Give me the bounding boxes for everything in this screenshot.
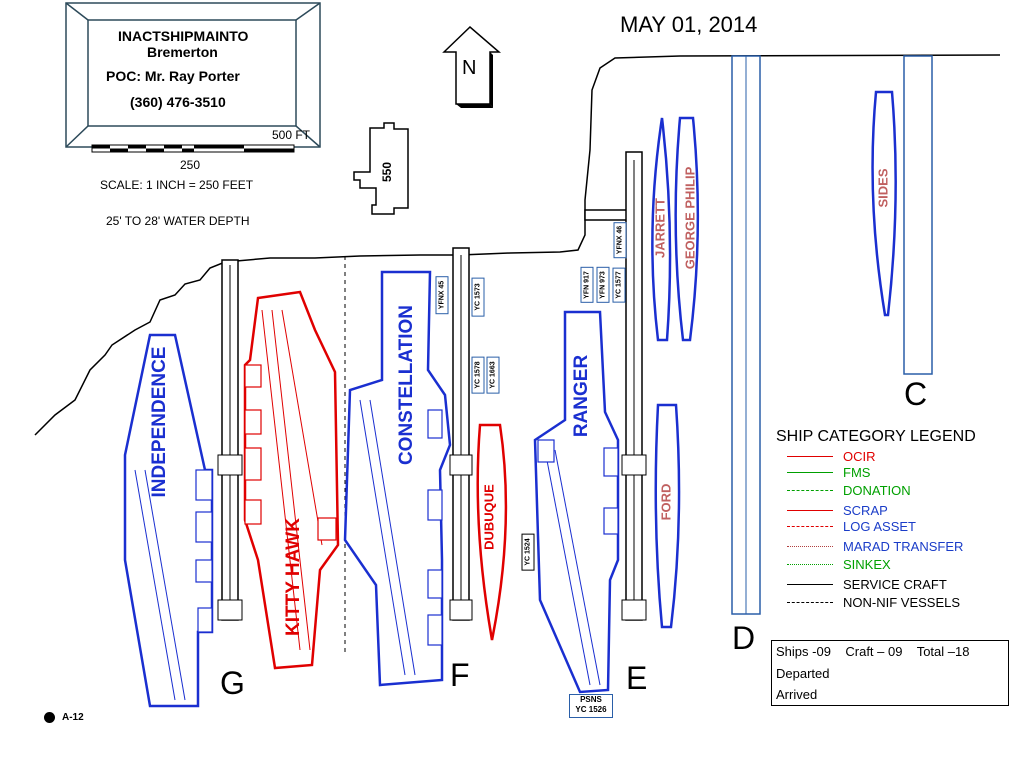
pier-c [903,55,933,375]
poc-name: POC: Mr. Ray Porter [106,68,240,84]
legend-swatch [787,526,833,527]
pier-f [449,247,473,621]
arrived-label: Arrived [771,683,1009,706]
legend-swatch [787,490,833,491]
pier-label-f: F [450,657,470,693]
pier-label-e: E [626,660,648,696]
ship-label-constellation: CONSTELLATION [396,304,417,466]
craft-yfn-917: YFN 917 [580,267,594,303]
legend-swatch [787,510,833,511]
legend-label: SCRAP [843,503,888,518]
departed-label: Departed [771,662,1009,684]
craft-yfnx-46: YFNX 46 [613,221,627,259]
pier-label-d: D [732,620,756,656]
legend-swatch [787,602,833,603]
craft-yc-1578: YC 1578 [471,356,485,394]
jarrett-hull [651,117,672,342]
legend-swatch [787,546,833,547]
pier-label-c: C [904,376,928,412]
summary-table: Ships -09 Craft – 09 Total –18 Departed … [771,640,1009,706]
ships-count: Ships -09 [776,644,831,660]
water-depth: 25' TO 28' WATER DEPTH [106,214,250,228]
scale-bar-label: 500 FT [272,128,311,142]
legend-label: LOG ASSET [843,519,916,534]
building-label: 550 [380,161,394,182]
ranger-hull [533,310,620,694]
dubuque-hull [476,423,508,641]
craft-count: Craft – 09 [845,644,903,660]
legend-label: MARAD TRANSFER [843,539,964,554]
pier-d [731,55,761,615]
pier-g [217,259,243,621]
map-date: MAY 01, 2014 [620,12,758,37]
page-ref-dot-icon [44,712,55,723]
legend-label: SERVICE CRAFT [843,577,947,592]
craft-yc-1577: YC 1577 [612,267,626,303]
ship-label-dubuque: DUBUQUE [481,484,497,550]
north-arrow-icon [442,25,502,108]
craft-yc-1663: YC 1663 [486,356,500,394]
ship-label-ford: FORD [658,483,674,521]
legend-label: FMS [843,465,871,480]
shoreline [34,54,1001,436]
craft-psns-line2: YC 1526 [575,705,607,714]
craft-psns-line1: PSNS [580,695,602,704]
pier-label-g: G [220,665,245,701]
legend-swatch [787,584,833,585]
scale-bar [91,144,295,153]
craft-yc-1524: YC 1524 [521,533,535,571]
facility-location: Bremerton [147,44,218,60]
pier-e [584,151,647,621]
legend-label: NON-NIF VESSELS [843,595,961,610]
poc-phone: (360) 476-3510 [130,94,226,110]
ship-label-jarrett: JARRETT [652,198,668,258]
page-ref-label: A-12 [62,712,84,723]
summary-row-counts: Ships -09 Craft – 09 Total –18 [771,640,1009,663]
building-550 [353,122,409,215]
legend-label: DONATION [843,483,911,498]
legend-swatch [787,472,833,473]
scale-mid-label: 250 [180,158,201,172]
legend-label: SINKEX [843,557,891,572]
north-label: N [462,57,477,79]
ship-label-george-philip: GEORGE PHILIP [682,166,698,270]
legend-swatch [787,456,833,457]
legend-swatch [787,564,833,565]
ship-label-kitty-hawk: KITTY HAWK [283,518,304,636]
ship-label-ranger: RANGER [571,354,592,438]
legend-title: SHIP CATEGORY LEGEND [776,428,976,445]
george-philip-hull [674,116,700,342]
total-count: Total –18 [916,644,970,660]
craft-yc-1573: YC 1573 [471,277,485,317]
legend-label: OCIR [843,449,876,464]
ship-label-independence: INDEPENDENCE [149,346,170,498]
sides-hull [871,90,897,317]
craft-yfnx-45: YFNX 45 [435,275,449,315]
ford-hull [654,403,681,629]
craft-yfn-973: YFN 973 [596,267,610,303]
scale-text: SCALE: 1 INCH = 250 FEET [100,178,254,192]
ship-label-sides: SIDES [875,168,891,208]
craft-psns-yc-1526: PSNS YC 1526 [569,694,613,718]
facility-name: INACTSHIPMAINTO [118,28,249,44]
